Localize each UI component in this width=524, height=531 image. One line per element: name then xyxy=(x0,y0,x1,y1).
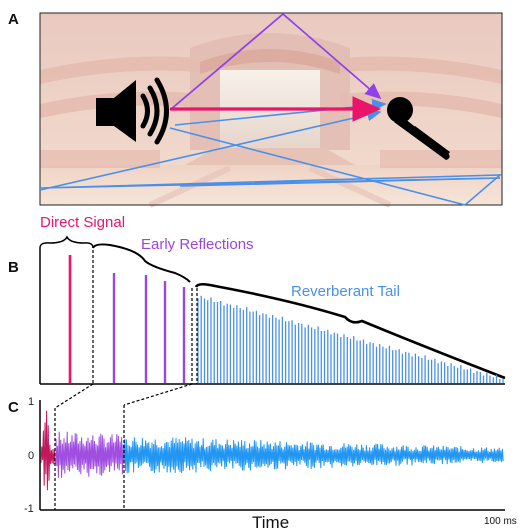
panel-label-b: B xyxy=(8,259,19,276)
x-axis-end-label: 100 ms xyxy=(484,516,517,527)
panel-label-c: C xyxy=(8,399,19,416)
panel-label-a: A xyxy=(8,11,19,28)
early-reflections-envelope xyxy=(92,243,191,283)
caption-direct-signal: Direct Signal xyxy=(40,214,125,231)
caption-early-reflections: Early Reflections xyxy=(141,236,254,253)
reflection-ray-ceiling xyxy=(169,13,382,111)
caption-reverberant-tail: Reverberant Tail xyxy=(291,283,400,300)
speaker-icon xyxy=(96,77,169,145)
microphone-icon xyxy=(387,97,450,160)
y-tick-mid: 0 xyxy=(28,450,34,462)
waveform-plot: 1 0 -1 Time 100 ms xyxy=(24,396,517,531)
waveform-trace xyxy=(40,410,504,491)
waveform-direct-segment xyxy=(40,410,56,491)
direct-signal-brace xyxy=(39,235,94,249)
y-tick-top: 1 xyxy=(28,396,34,408)
waveform-early-segment xyxy=(55,431,125,479)
impulse-spikes xyxy=(68,255,504,383)
impulse-response-plot xyxy=(39,235,506,409)
waveform-tail-segment xyxy=(123,437,504,474)
y-tick-bottom: -1 xyxy=(24,503,34,515)
reverberant-tail-envelope xyxy=(194,282,506,380)
x-axis-label-time: Time xyxy=(252,513,289,531)
